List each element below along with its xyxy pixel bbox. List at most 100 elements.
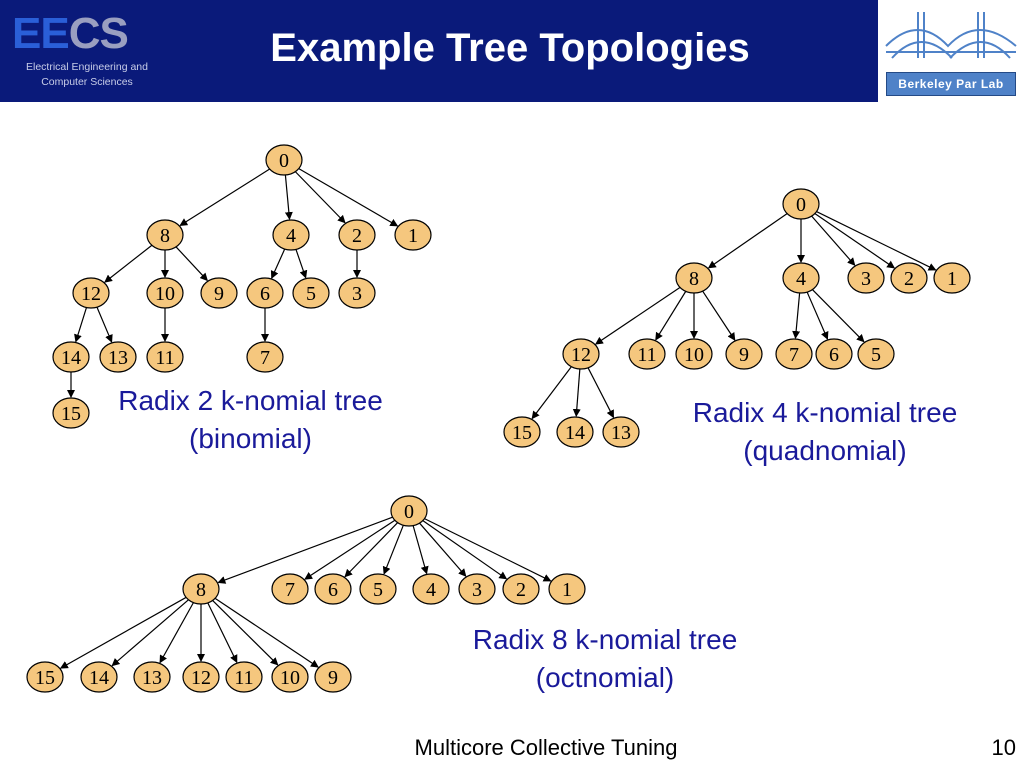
tree2-node-label: 14	[89, 667, 109, 689]
tree-diagrams: 0123456789101112131415012345678910111213…	[26, 144, 971, 693]
tree0-node-label: 4	[286, 225, 296, 247]
tree2-node-2: 2	[502, 573, 540, 605]
tree0-node-label: 13	[108, 347, 128, 369]
tree0-node-label: 9	[214, 283, 224, 305]
slide-header: EECS Electrical Engineering and Computer…	[0, 0, 1024, 102]
tree0-node-label: 7	[260, 347, 270, 369]
tree2-node-4: 4	[412, 573, 450, 605]
tree0-edge-0-8	[179, 167, 272, 226]
tree2-edge-0-8	[217, 515, 395, 584]
caption-radix2: Radix 2 k-nomial tree (binomial)	[78, 382, 423, 458]
tree2-node-label: 11	[234, 667, 253, 689]
tree1-node-2: 2	[890, 262, 928, 294]
tree2-edge-0-4	[412, 523, 429, 575]
tree2-edge-0-7	[304, 518, 397, 580]
footer-title: Multicore Collective Tuning	[414, 735, 678, 760]
tree1-node-label: 0	[796, 194, 806, 216]
tree2-node-13: 13	[133, 661, 171, 693]
tree2-edge-0-6	[344, 521, 400, 578]
tree0-node-1: 1	[394, 219, 432, 251]
eecs-logo: EECS Electrical Engineering and Computer…	[8, 10, 168, 90]
tree2-node-1: 1	[548, 573, 586, 605]
tree2-node-label: 6	[328, 579, 338, 601]
tree1-node-label: 5	[871, 344, 881, 366]
tree2-edge-0-5	[382, 523, 405, 575]
tree0-node-0: 0	[265, 144, 303, 176]
tree1-node-9: 9	[725, 338, 763, 370]
tree0-node-label: 5	[306, 283, 316, 305]
tree1-edge-8-11	[655, 289, 688, 341]
tree0-node-6: 6	[246, 277, 284, 309]
tree1-node-label: 10	[684, 344, 704, 366]
tree1-edge-4-5	[810, 288, 865, 343]
tree0-node-4: 4	[272, 219, 310, 251]
tree2-node-label: 9	[328, 667, 338, 689]
tree1-edge-8-9	[701, 289, 736, 341]
tree2-node-11: 11	[225, 661, 263, 693]
caption-radix4-line2: (quadnomial)	[743, 435, 907, 466]
tree1-node-1: 1	[933, 262, 971, 294]
tree1-node-5: 5	[857, 338, 895, 370]
bridge-icon	[885, 12, 1017, 59]
tree1-node-3: 3	[847, 262, 885, 294]
tree0-edge-4-5	[294, 247, 308, 279]
tree2-node-9: 9	[314, 661, 352, 693]
par-lab-logo: Berkeley Par Lab	[878, 0, 1024, 102]
eecs-subtitle-line1: Electrical Engineering and	[26, 61, 148, 73]
tree1-node-15: 15	[503, 416, 541, 448]
eecs-ee-text: EE	[12, 9, 70, 58]
caption-radix8: Radix 8 k-nomial tree (octnomial)	[430, 621, 780, 697]
slide-title: Example Tree Topologies	[270, 26, 750, 70]
tree2-node-15: 15	[26, 661, 64, 693]
tree0-node-14: 14	[52, 341, 90, 373]
caption-radix8-line1: Radix 8 k-nomial tree	[472, 624, 738, 655]
tree1-edge-8-12	[595, 285, 682, 345]
tree0-node-5: 5	[292, 277, 330, 309]
tree0-edge-8-12	[104, 243, 154, 283]
tree1-edge-12-13	[586, 366, 615, 419]
eecs-subtitle-line2: Computer Sciences	[41, 76, 133, 88]
tree0-edge-0-2	[293, 170, 346, 224]
tree1-node-label: 2	[904, 268, 914, 290]
edges-layer	[59, 167, 937, 669]
tree1-node-14: 14	[556, 416, 594, 448]
tree2-edge-0-1	[422, 517, 552, 582]
tree2-edge-8-11	[206, 601, 238, 664]
tree1-node-label: 3	[861, 268, 871, 290]
tree2-node-label: 15	[35, 667, 55, 689]
tree2-edge-8-13	[159, 600, 195, 664]
tree0-node-label: 10	[155, 283, 175, 305]
tree1-node-13: 13	[602, 416, 640, 448]
tree1-node-8: 8	[675, 262, 713, 294]
tree0-node-9: 9	[200, 277, 238, 309]
tree1-node-6: 6	[815, 338, 853, 370]
tree2-node-6: 6	[314, 573, 352, 605]
tree2-edge-8-14	[111, 598, 191, 667]
tree1-node-11: 11	[628, 338, 666, 370]
tree0-node-label: 12	[81, 283, 101, 305]
tree2-node-12: 12	[182, 661, 220, 693]
tree0-edge-8-9	[174, 245, 208, 282]
tree0-edge-12-13	[95, 305, 113, 343]
tree2-node-label: 3	[472, 579, 482, 601]
tree0-edge-0-4	[284, 173, 293, 221]
tree0-node-7: 7	[246, 341, 284, 373]
caption-radix2-line1: Radix 2 k-nomial tree	[118, 385, 383, 416]
tree1-edge-0-8	[707, 212, 789, 269]
tree0-node-label: 1	[408, 225, 418, 247]
tree2-node-8: 8	[182, 573, 220, 605]
tree1-node-label: 15	[512, 422, 532, 444]
tree0-node-label: 6	[260, 283, 270, 305]
tree0-node-label: 14	[61, 347, 81, 369]
tree2-node-label: 2	[516, 579, 526, 601]
tree2-node-10: 10	[271, 661, 309, 693]
caption-radix4-line1: Radix 4 k-nomial tree	[692, 397, 958, 428]
tree0-node-10: 10	[146, 277, 184, 309]
tree1-edge-0-3	[810, 214, 856, 266]
tree2-node-label: 1	[562, 579, 572, 601]
tree2-edge-8-10	[211, 598, 279, 666]
tree2-node-label: 4	[426, 579, 436, 601]
tree1-node-label: 7	[789, 344, 799, 366]
tree0-node-label: 0	[279, 150, 289, 172]
tree1-edge-0-2	[813, 212, 896, 269]
